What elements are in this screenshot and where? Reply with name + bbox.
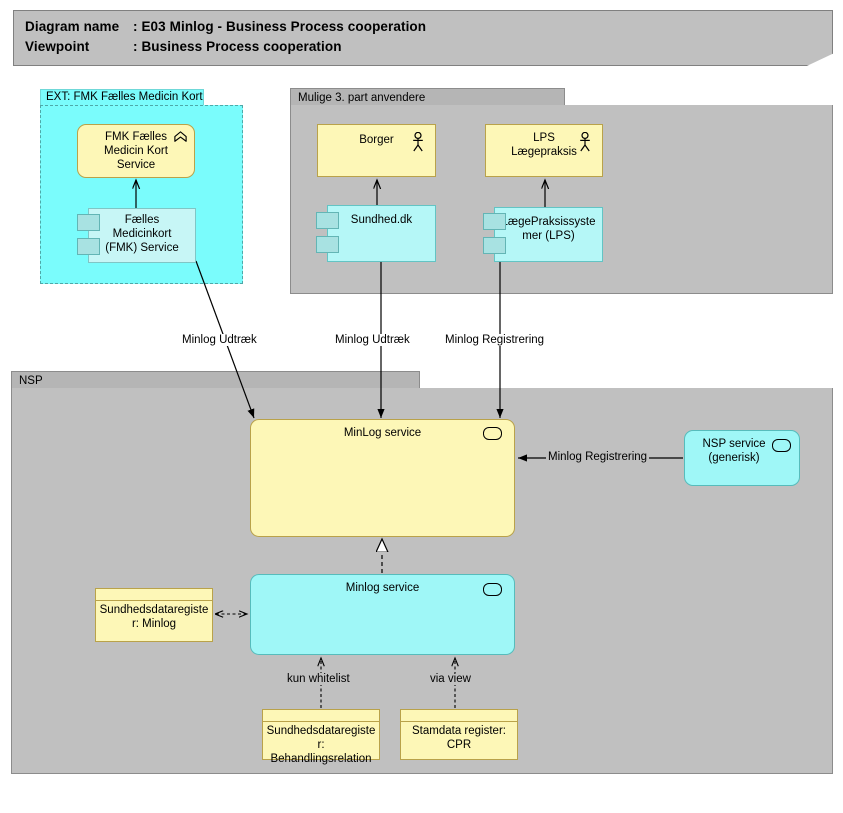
data-object-header-strip-behandlingsrelation [263,710,379,722]
element-label-nsp-service: NSP service (generisk) [702,438,766,464]
element-label-borger: Borger [359,134,394,146]
element-label-sundhed-dk: Sundhed.dk [350,214,413,226]
actor-icon-borger [413,132,423,152]
element-faelles-medicinkort-fmk-service[interactable]: Fælles Medicinkort (FMK) Service [88,208,196,263]
element-stamdata-register-cpr[interactable]: Stamdata register: CPR [400,709,518,760]
group-tab-nsp[interactable]: NSP [11,371,420,389]
element-lps-laegepraksis[interactable]: LPS Lægepraksis [485,124,603,177]
header-key-viewpoint: Viewpoint [25,39,90,54]
group-tab-third-party[interactable]: Mulige 3. part anvendere [290,88,565,106]
header-value-viewpoint: : Business Process cooperation [133,39,342,54]
element-label-stamdata-register-cpr: Stamdata register: CPR [412,725,506,751]
edge-label-via-view: via view [428,673,473,685]
edge-label-minlog-udtraek-sundhed: Minlog Udtræk [333,334,412,346]
element-label-fmk-component: Fælles Medicinkort (FMK) Service [105,214,179,254]
interface-icon-nsp-service [772,439,791,452]
data-object-header-strip-cpr [401,710,517,722]
element-laegepraksissystemer-lps[interactable]: LægePraksissyste mer (LPS) [494,207,603,262]
group-label-ext-fmk: EXT: FMK Fælles Medicin Kort [46,91,203,103]
element-label-lps-laegepraksis: LPS Lægepraksis [511,132,577,158]
element-borger[interactable]: Borger [317,124,436,177]
interface-icon-minlog-service-tech [483,583,502,596]
component-port-icon-fmk-2 [77,238,100,255]
element-label-minlog-service-technology: Minlog service [345,582,420,594]
element-label-lps-systemer: LægePraksissyste mer (LPS) [501,216,596,242]
element-sundhedsdataregister-behandlingsrelation[interactable]: Sundhedsdataregiste r: Behandlingsrelati… [262,709,380,765]
component-port-icon-sundhed-2 [316,236,339,253]
header-key-diagram-name: Diagram name [25,19,120,34]
element-label-fmk-service: FMK Fælles Medicin Kort Service [104,131,168,171]
chevron-house-icon [174,131,187,142]
header-line-viewpoint: Viewpoint : Business Process cooperation [25,39,342,54]
actor-icon-lps [580,132,590,152]
element-minlog-service-technology[interactable]: Minlog service [250,574,515,655]
element-minlog-service-application[interactable]: MinLog service [250,419,515,537]
element-sundhed-dk[interactable]: Sundhed.dk [327,205,436,262]
element-label-minlog-service-application: MinLog service [343,427,422,439]
data-object-header-strip-minlog [96,589,212,601]
component-port-icon-sundhed-1 [316,212,339,229]
interface-icon-minlog-service [483,427,502,440]
group-label-third-party: Mulige 3. part anvendere [298,92,426,104]
edge-label-minlog-registrering-lps: Minlog Registrering [443,334,547,346]
group-tab-ext-fmk[interactable]: EXT: FMK Fælles Medicin Kort [40,89,204,106]
element-sundhedsdataregister-minlog[interactable]: Sundhedsdataregiste r: Minlog [95,588,213,642]
diagram-header-note: Diagram name : E03 Minlog - Business Proc… [13,10,833,66]
header-line-diagram-name: Diagram name : E03 Minlog - Business Proc… [25,19,426,34]
element-fmk-faelles-medicin-kort-service[interactable]: FMK Fælles Medicin Kort Service [77,124,195,178]
component-port-icon-lps-1 [483,213,506,230]
element-label-sundhedsdataregister-minlog: Sundhedsdataregiste r: Minlog [99,604,209,630]
element-label-sundhedsdataregister-behandlingsrelation: Sundhedsdataregiste r: Behandlingsrelati… [266,725,376,765]
component-port-icon-lps-2 [483,237,506,254]
element-nsp-service-generisk[interactable]: NSP service (generisk) [684,430,800,486]
group-label-nsp: NSP [19,375,43,387]
header-value-diagram-name: : E03 Minlog - Business Process cooperat… [133,19,427,34]
edge-label-minlog-registrering-nsp: Minlog Registrering [546,451,650,463]
edge-label-minlog-udtraek-fmk: Minlog Udtræk [180,334,259,346]
component-port-icon-fmk-1 [77,214,100,231]
edge-label-kun-whitelist: kun whitelist [285,673,352,685]
